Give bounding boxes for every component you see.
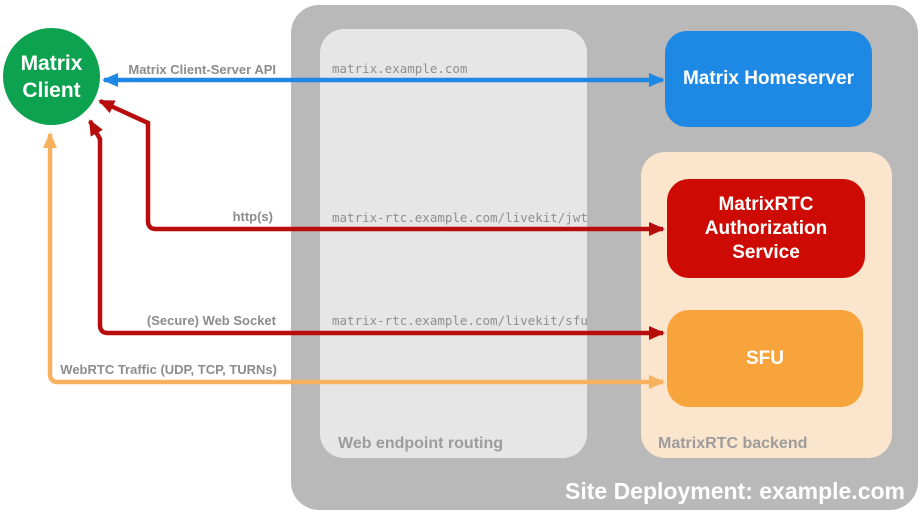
matrix-client-label: Matrix Client — [20, 51, 83, 102]
webrtc-traffic-label: WebRTC Traffic (UDP, TCP, TURNs) — [60, 362, 277, 377]
endpoint-livekit-jwt: matrix-rtc.example.com/livekit/jwt — [332, 210, 588, 225]
web-endpoint-routing-box — [320, 29, 587, 458]
matrixrtc-backend-label: MatrixRTC backend — [658, 435, 808, 452]
matrix-client-node: Matrix Client — [3, 28, 100, 125]
sfu-node: SFU — [667, 310, 863, 407]
matrixrtc-auth-service-label: MatrixRTC Authorization Service — [704, 193, 828, 263]
websocket-label: (Secure) Web Socket — [146, 313, 276, 328]
https-label: http(s) — [232, 209, 273, 224]
site-deployment-title: Site Deployment: example.com — [565, 478, 905, 504]
matrixrtc-auth-service-node: MatrixRTC Authorization Service — [667, 179, 865, 278]
endpoint-matrix-example: matrix.example.com — [332, 61, 468, 76]
web-endpoint-routing-label: Web endpoint routing — [338, 435, 504, 452]
client-server-api-label: Matrix Client-Server API — [128, 62, 276, 77]
sfu-label: SFU — [746, 347, 784, 369]
matrix-homeserver-node: Matrix Homeserver — [665, 31, 872, 127]
endpoint-livekit-sfu: matrix-rtc.example.com/livekit/sfu — [332, 313, 588, 328]
matrix-homeserver-label: Matrix Homeserver — [682, 68, 855, 89]
